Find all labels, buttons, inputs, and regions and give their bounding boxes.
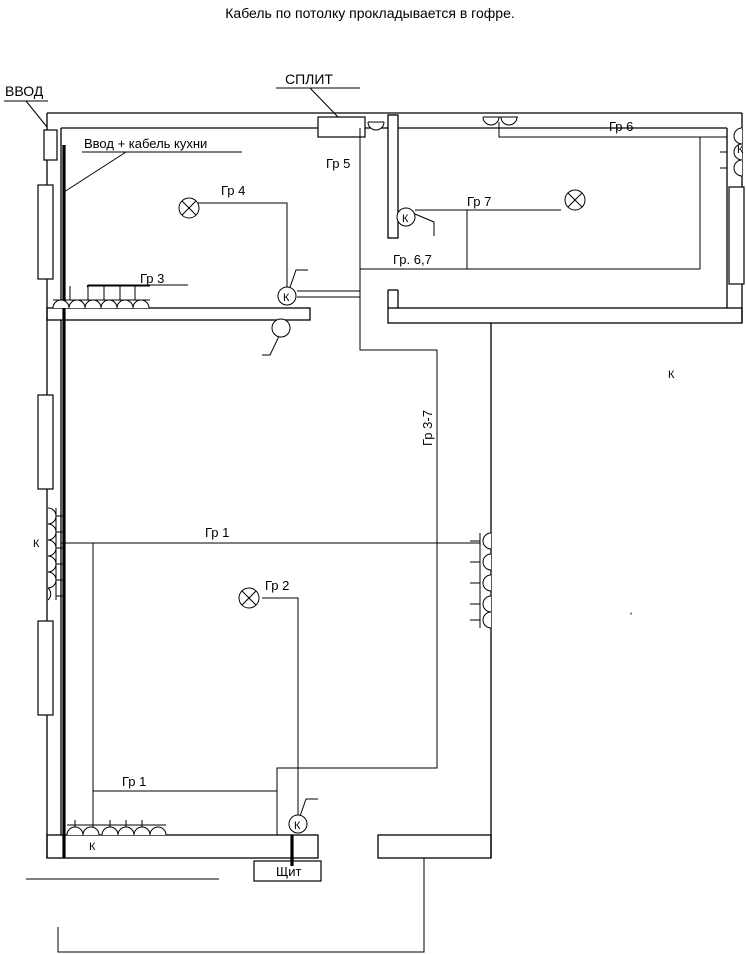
gr6-label: Гр 6 [609,119,633,134]
gr37-label: Гр 3-7 [420,410,435,446]
vvod-kitchen-leader-diag [63,151,127,193]
header-note: Кабель по потолку прокладывается в гофре… [225,5,515,21]
switch-gr2-leader [297,798,318,823]
window-left-2 [37,394,54,490]
window-right-1 [728,186,745,285]
bottom-wall-left [46,834,319,859]
switches [277,207,416,834]
socket-right-wall-icon [470,532,492,629]
split-unit [317,116,366,138]
gr6-line [498,122,701,269]
windows [37,116,745,882]
walls [46,112,743,859]
ceiling-light-icon [271,318,291,338]
socket-gr5-icon [367,121,385,131]
shchit-label: Щит [276,864,301,879]
external-cable [57,858,425,953]
split-label: СПЛИТ [285,71,333,87]
socket-row-gr3-icon [52,286,150,309]
socket-top-right-icon [482,116,518,126]
bathroom-partition-wall [387,114,399,239]
sockets [47,116,743,836]
gr2-label: Гр 2 [265,578,289,593]
wiring [4,87,727,953]
socket-right-room-icon [720,127,743,177]
kitchen-partition-wall [46,307,311,321]
right-room-bottom-wall [387,307,743,324]
vvod-label: ВВОД [5,83,44,99]
socket-left-wall-icon [47,507,64,601]
split-leader-diag [309,87,339,118]
switch-gr7-label: К [402,213,409,225]
switch-gr7-icon [396,207,416,227]
gr3-label: Гр 3 [140,271,164,286]
switch-gr4-icon [277,286,297,306]
window-left-1 [37,184,54,280]
vvod-leader-diag [25,100,48,128]
lamp-stand-leader [262,331,282,356]
vvod-kitchen-label: Ввод + кабель кухни [84,136,207,151]
gr4-label: Гр 4 [221,183,245,198]
switch-gr2-icon [288,814,308,834]
gr3-line [86,284,188,288]
gr7-label: Гр 7 [467,194,491,209]
gr4-line [198,202,288,296]
k-left-wall-label: К [33,538,40,550]
gr1-bottom-label: Гр 1 [122,774,146,789]
switchboard-box [253,860,322,882]
socket-row-bottom-icon [66,820,167,836]
gr5-label: Гр 5 [326,156,350,171]
k-far-right-label: К [668,369,675,381]
stray-mark: ' [630,611,632,623]
window-left-3 [37,620,54,716]
lamp-gr4-icon [178,197,200,219]
switch-gr7-leader [414,213,435,236]
switch-gr2-label: К [294,820,301,832]
switch-gr4-label: К [283,292,290,304]
lamps [178,189,586,609]
gr67-label: Гр. 6,7 [393,252,432,267]
lamp-gr2-icon [238,587,260,609]
k-bottom-label: К [89,841,96,853]
gr1-top-label: Гр 1 [205,525,229,540]
lamp-gr7-icon [564,189,586,211]
k-right-room-label: К [737,144,744,156]
bottom-wall-right [377,834,492,859]
gr2-line [262,597,299,815]
gr37-riser [276,128,438,835]
vvod-entry-box [43,129,58,161]
